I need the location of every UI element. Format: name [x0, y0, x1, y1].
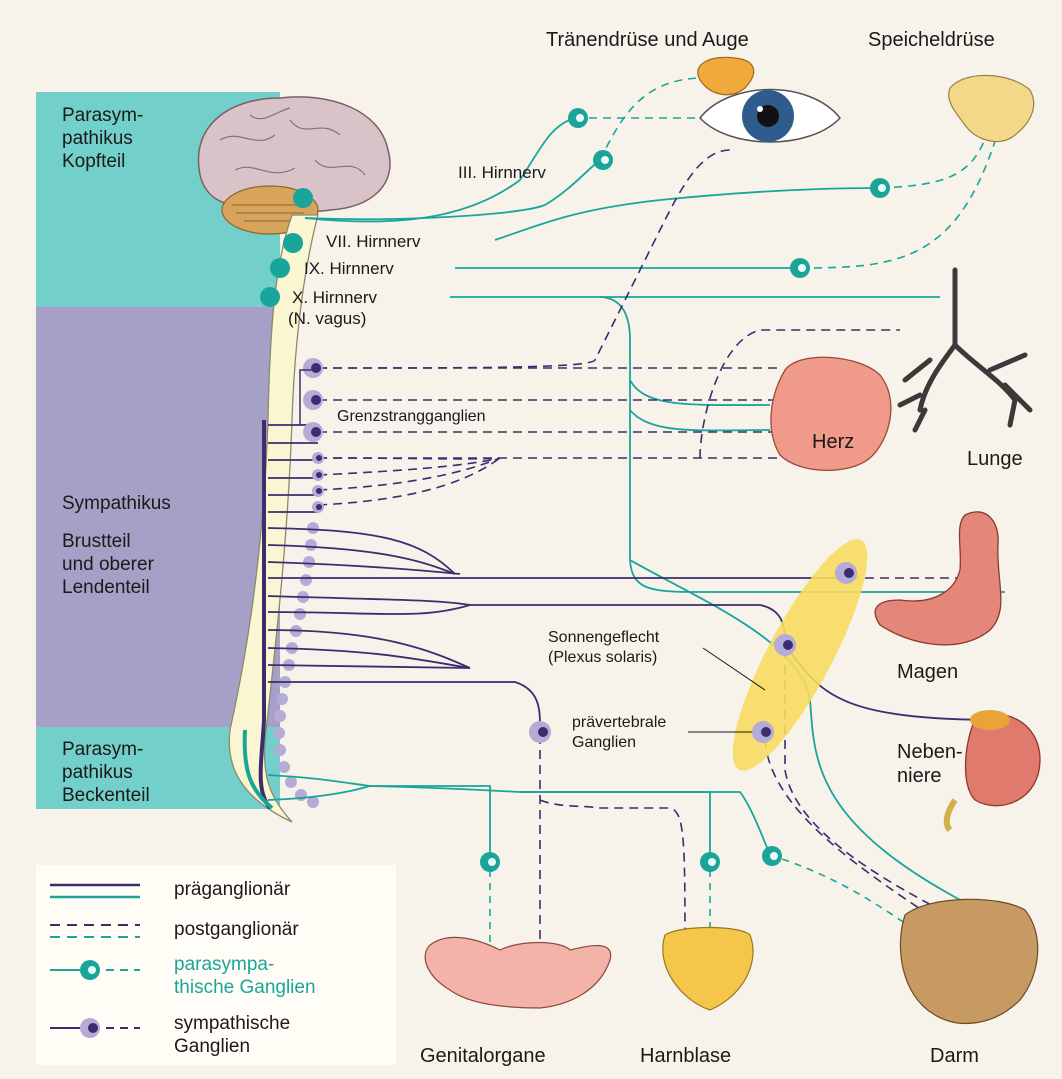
kidney-illustration [966, 714, 1040, 805]
sonnengeflecht-label: Sonnengeflecht (Plexus solaris) [548, 628, 659, 667]
stomach-label: Magen [897, 660, 958, 684]
para-pelvic-label: Parasym- pathikus Beckenteil [62, 738, 150, 808]
legend-post-label: postganglionär [174, 918, 299, 941]
legend-pre-label: präganglionär [174, 878, 290, 901]
nerve-7-label: VII. Hirnnerv [326, 232, 420, 253]
para-head-label: Parasym- pathikus Kopfteil [62, 104, 143, 174]
bladder-label: Harnblase [640, 1044, 731, 1068]
praevertebral-label: prävertebrale Ganglien [572, 713, 666, 752]
nerve-10-alt-label: (N. vagus) [288, 309, 366, 330]
legend-sym-label: sympathische Ganglien [174, 1012, 290, 1058]
parasympathetic-ganglia [260, 108, 890, 872]
legend-para-label: parasympa- thische Ganglien [174, 953, 316, 999]
grenzstrang-label: Grenzstrangganglien [337, 407, 486, 427]
lung-illustration [900, 270, 1030, 430]
genital-illustration [425, 937, 610, 1008]
nerve-3-label: III. Hirnnerv [458, 163, 546, 184]
solar-plexus-area [711, 525, 890, 785]
nerve-9-label: IX. Hirnnerv [304, 259, 394, 280]
lung-label: Lunge [967, 447, 1023, 471]
genital-label: Genitalorgane [420, 1044, 546, 1068]
sympathetic-detail-label: Brustteil und oberer Lendenteil [62, 530, 154, 600]
sympathetic-label: Sympathikus [62, 492, 171, 515]
sacral-nerves [268, 775, 770, 855]
nerve-10-label: X. Hirnnerv [292, 288, 377, 309]
saliva-label: Speicheldrüse [868, 28, 995, 52]
eye-illustration [698, 57, 840, 142]
sympathetic-postganglionic [318, 150, 1000, 960]
gut-label: Darm [930, 1044, 979, 1068]
stomach-illustration [875, 512, 1001, 645]
bladder-illustration [663, 928, 753, 1011]
brain-illustration [198, 97, 390, 234]
intestine-illustration [900, 899, 1037, 1023]
adrenal-label: Neben- niere [897, 740, 963, 789]
adrenal-illustration [970, 710, 1010, 730]
heart-label: Herz [812, 430, 854, 454]
eye-label: Tränendrüse und Auge [546, 28, 749, 52]
salivary-gland-illustration [949, 75, 1034, 141]
